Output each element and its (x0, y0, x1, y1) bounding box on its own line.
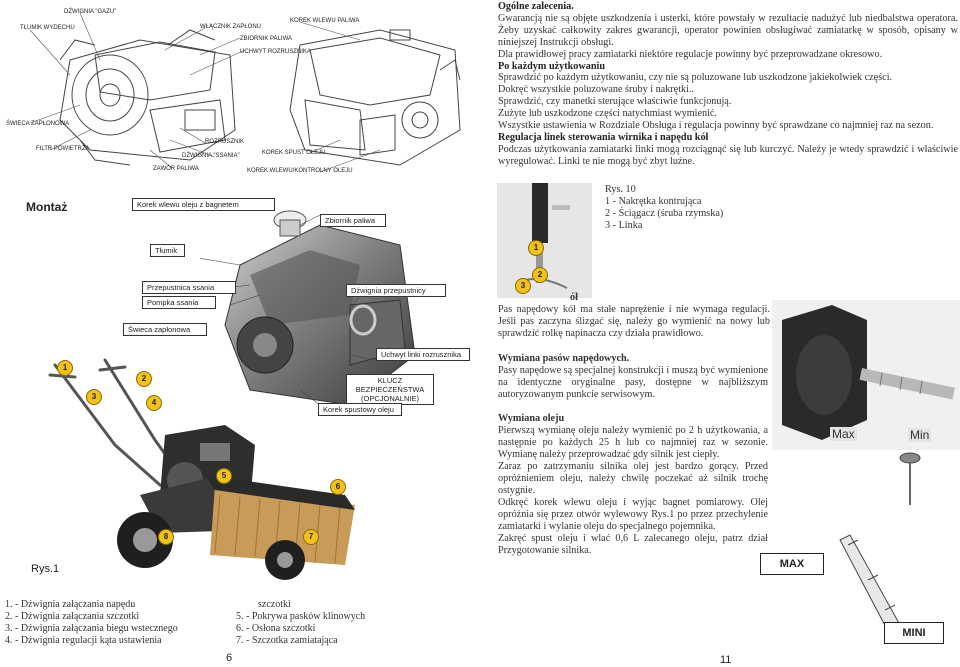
cable-marker-3: 3 (515, 278, 531, 294)
callout-choke: Przepustnica ssania (142, 281, 236, 294)
legend-4-cont: szczotki (258, 599, 291, 610)
marker-6: 6 (330, 479, 346, 495)
label-tank: ZBIORNIK PALIWA (240, 36, 293, 42)
label-spark-plug: ŚWIECA ZAPŁONOWA (6, 121, 70, 127)
general-text-1: Gwarancją nie są objęte uszkodzenia i us… (498, 12, 958, 48)
sweeper-photo (48, 358, 355, 580)
dipstick-min: Min (908, 428, 932, 442)
oil-text-2: Zaraz po zatrzymaniu silnika olej jest b… (498, 461, 768, 496)
callout-plug: Świeca zapłonowa (123, 323, 207, 336)
after-use-3: Sprawdzić, czy manetki sterujące właściw… (498, 96, 732, 108)
callout-starter: Uchwyt linki rozrusznika (376, 348, 470, 361)
oil-text-1: Pierwszą wymianę oleju należy wymienić p… (498, 425, 768, 460)
callout-primer: Pompka ssania (142, 296, 216, 309)
oil-text-4: Zakręć spust oleju i wlać 0,6 L zalecane… (498, 533, 768, 556)
label-muffler: TŁUMIK WYDECHU (20, 25, 75, 31)
marker-4: 4 (146, 395, 162, 411)
after-use-title: Po każdym użytkowaniu (498, 60, 605, 72)
dipstick-photo (772, 300, 960, 450)
general-section: Ogólne zalecenia. Gwarancją nie są objęt… (498, 1, 958, 168)
label-recoil: UCHWYT ROZRUSZNIKA (240, 49, 311, 55)
label-choke: DŹWIGNIA "SSANIA" (182, 153, 240, 159)
general-title: Ogólne zalecenia. (498, 1, 574, 12)
page-number-right: 11 (720, 654, 732, 666)
belts-title: Wymiana pasów napędowych. (498, 353, 630, 364)
after-use-1: Sprawdzić po każdym użytkowaniu, czy nie… (498, 72, 893, 84)
fig10-caption: Rys. 10 1 - Nakrętka kontrująca 2 - Ścią… (605, 184, 723, 232)
label-fuel-cap: KOREK WLEWU PALIWA (290, 18, 360, 24)
wheel-text: Pas napędowy kół ma stałe naprężenie i n… (498, 304, 770, 339)
legend-6: 6. - Osłona szczotki (236, 623, 316, 634)
callout-key: KLUCZ BEZPIECZEŃSTWA (OPCJONALNIE) (346, 374, 434, 405)
stick-max-box: MAX (760, 553, 824, 575)
marker-8: 8 (158, 529, 174, 545)
stick-max-label: MAX (779, 558, 805, 570)
label-air-filter: FILTR POWIETRZA (36, 146, 90, 152)
legend-5: 5. - Pokrywa pasków klinowych (236, 611, 366, 622)
oil-section: Wymiana oleju Pierwszą wymianę oleju nal… (498, 413, 768, 557)
label-drain: KOREK SPUST OLEJU (262, 150, 326, 156)
belts-text: Pasy napędowe są specjalnej konstrukcji … (498, 365, 768, 400)
legend-3: 3. - Dźwignia załączania biegu wsteczneg… (5, 623, 178, 634)
oil-title: Wymiana oleju (498, 413, 565, 424)
fig10-item-3: 3 - Linka (605, 220, 643, 231)
after-use-4: Zużyte lub uszkodzone części natychmiast… (498, 108, 717, 120)
callout-throttle: Dźwignia przepustnicy (346, 284, 446, 297)
marker-2: 2 (136, 371, 152, 387)
cable-marker-1: 1 (528, 240, 544, 256)
wheel-title-tail: ół (570, 292, 578, 303)
oil-text-3: Odkręć korek wlewu oleju i wyjąc bagnet … (498, 497, 768, 532)
cable-title: Regulacja linek sterowania wirnika i nap… (498, 131, 709, 143)
label-starter: ROZRUSZNIK (205, 139, 244, 145)
legend-2: 2. - Dźwignia załączania szczotki (5, 611, 140, 622)
callout-key-text: KLUCZ BEZPIECZEŃSTWA (OPCJONALNIE) (355, 376, 425, 403)
stick-min-box: MINI (884, 622, 944, 644)
engine-photo (200, 210, 416, 406)
fig10-item-1: 1 - Nakrętka kontrująca (605, 196, 702, 207)
general-text-2: Dla prawidłowej pracy zamiatarki niektór… (498, 48, 883, 60)
label-ignition: WŁĄCZNIK ZAPŁONU (200, 24, 262, 30)
callout-tank: Zbiornik paliwa (320, 214, 386, 227)
belts-section: Wymiana pasów napędowych. Pasy napędowe … (498, 353, 768, 401)
after-use-5: Wszystkie ustawienia w Rozdziale Obsługa… (498, 120, 934, 132)
fig10-item-2: 2 - Ściągacz (śruba rzymska) (605, 208, 724, 219)
marker-1: 1 (57, 360, 73, 376)
legend-4: 4. - Dźwignia regulacji kąta ustawienia (5, 635, 162, 646)
wheel-belt-section: ół Pas napędowy kół ma stałe naprężenie … (498, 292, 770, 340)
fig1-label: Rys.1 (31, 563, 60, 575)
montaz-title: Montaż (26, 200, 68, 214)
stick-min-label: MINI (902, 627, 926, 639)
dipstick-max: Max (830, 427, 857, 441)
oil-stick-drawing (839, 452, 921, 636)
callout-muffler: Tłumik (150, 244, 185, 257)
callout-drain: Korek spustowy oleju (318, 403, 402, 416)
legend-7: 7. - Szczotka zamiatająca (236, 635, 338, 646)
cable-marker-2: 2 (532, 267, 548, 283)
page-number-left: 6 (226, 652, 233, 664)
after-use-2: Dokręć wszystkie poluzowane śruby i nakr… (498, 84, 695, 96)
marker-3: 3 (86, 389, 102, 405)
cable-text: Podczas użytkowania zamiatarki linki mog… (498, 143, 958, 167)
label-dipstick: KOREK WLEWU/KONTROLNY OLEJU (247, 168, 353, 174)
label-fuel-valve: ZAWÓR PALIWA (153, 166, 199, 172)
callout-oil-cap: Korek wlewu oleju z bagnetem (132, 198, 275, 211)
fig10-title: Rys. 10 (605, 184, 636, 195)
marker-5: 5 (216, 468, 232, 484)
engine-diagram (29, 12, 461, 173)
legend-1: 1. - Dźwignia załączania napędu (5, 599, 136, 610)
marker-7: 7 (303, 529, 319, 545)
label-throttle: DŹWIGNIA "GAZU" (64, 9, 117, 15)
